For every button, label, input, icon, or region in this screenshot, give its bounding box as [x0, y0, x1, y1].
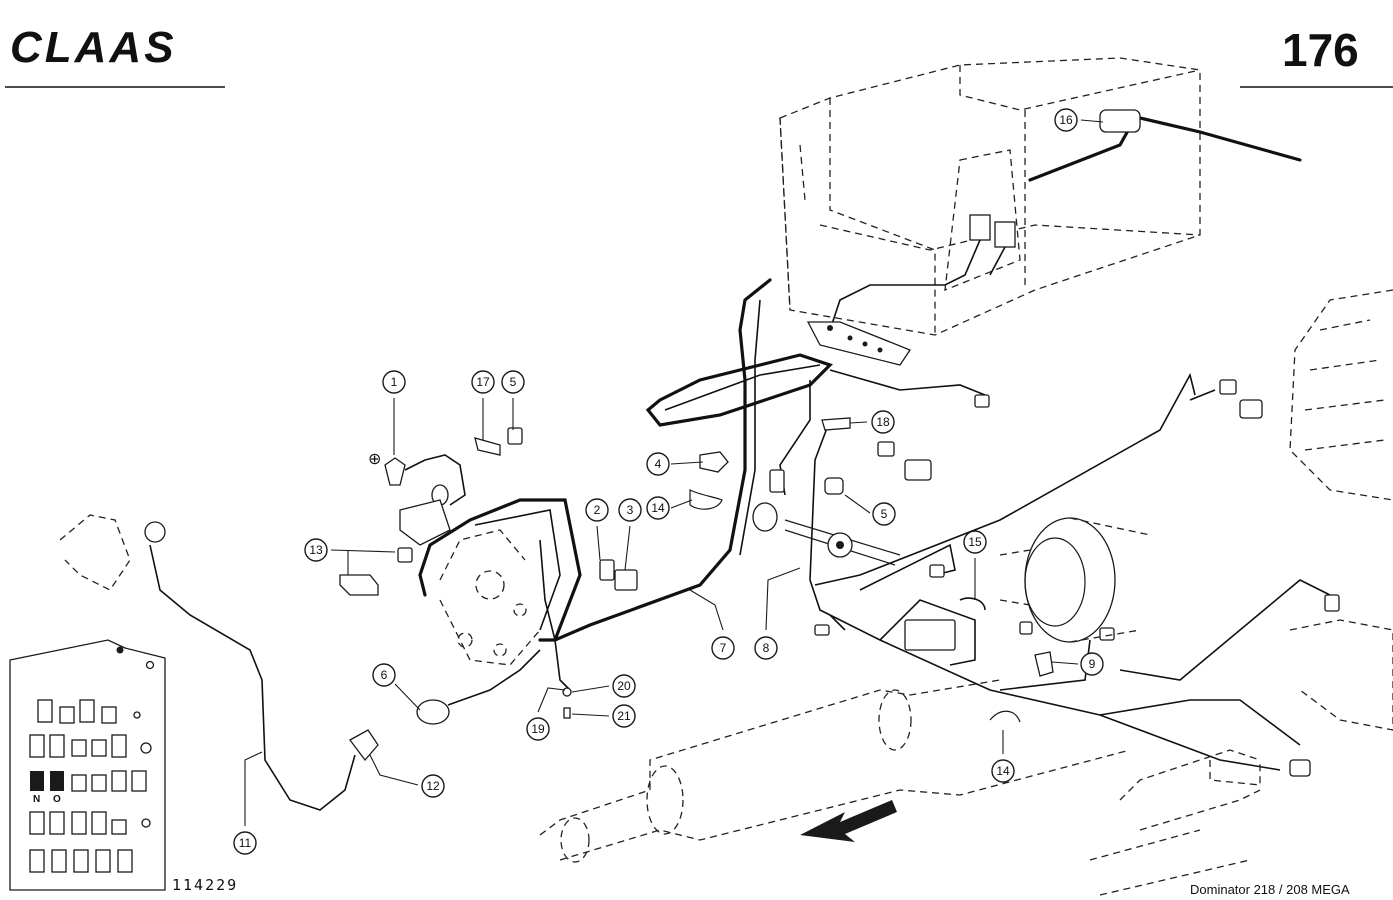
direction-arrow — [800, 800, 897, 842]
callout-14-lower: 14 — [991, 759, 1015, 783]
callout-3: 3 — [618, 498, 642, 522]
plug-6 — [416, 699, 450, 725]
svg-text:14: 14 — [996, 764, 1010, 778]
bracket-2 — [599, 559, 615, 581]
drawing-number: 114229 — [172, 876, 238, 894]
callout-11: 11 — [233, 831, 257, 855]
svg-text:9: 9 — [1089, 657, 1096, 671]
wire-19 — [539, 539, 571, 691]
brand-logo: CLAAS — [10, 23, 177, 72]
cable-component-1: ⊕ — [368, 449, 466, 546]
clips-17-5 — [474, 427, 523, 456]
wire-15 — [959, 597, 986, 611]
callout-12: 12 — [421, 774, 445, 798]
clip-9 — [1034, 651, 1054, 677]
drum-pulley — [999, 517, 1151, 643]
callout-4: 4 — [646, 452, 670, 476]
svg-text:1: 1 — [391, 375, 398, 389]
callout-5-top: 5 — [501, 370, 525, 394]
callout-17: 17 — [471, 370, 495, 394]
callout-20: 20 — [612, 674, 636, 698]
svg-text:12: 12 — [426, 779, 440, 793]
svg-text:8: 8 — [763, 641, 770, 655]
callout-2: 2 — [585, 498, 609, 522]
svg-text:11: 11 — [239, 836, 252, 850]
strap-14 — [689, 489, 723, 510]
callout-21: 21 — [612, 704, 636, 728]
svg-text:6: 6 — [381, 668, 388, 682]
svg-text:3: 3 — [627, 503, 634, 517]
relay-3 — [614, 569, 638, 591]
fuse-label-n: N — [33, 794, 40, 805]
callout-9: 9 — [1080, 652, 1104, 676]
shaft-gear — [752, 502, 901, 566]
callout-8: 8 — [754, 636, 778, 660]
svg-text:7: 7 — [720, 641, 727, 655]
svg-text:13: 13 — [309, 543, 323, 557]
svg-text:18: 18 — [876, 415, 890, 429]
cable-11-12 — [59, 514, 379, 811]
strap-14-lower — [989, 710, 1021, 723]
svg-text:17: 17 — [476, 375, 490, 389]
callout-18: 18 — [871, 410, 895, 434]
callout-5-right: 5 — [872, 502, 896, 526]
svg-text:14: 14 — [651, 501, 665, 515]
fuse-row-5 — [29, 849, 133, 873]
plus-terminal-icon: ⊕ — [368, 449, 381, 468]
svg-text:16: 16 — [1059, 113, 1073, 127]
fuse-row-4 — [29, 811, 151, 835]
harness-8 — [779, 369, 1331, 771]
callout-16: 16 — [1054, 108, 1078, 132]
callout-1: 1 — [382, 370, 406, 394]
page-number: 176 — [1282, 24, 1359, 76]
svg-text:21: 21 — [617, 709, 631, 723]
fuse-panel: N O — [9, 639, 166, 891]
fuse-row-2 — [29, 734, 152, 758]
svg-text:19: 19 — [531, 722, 545, 736]
svg-text:20: 20 — [617, 679, 631, 693]
mounting-plate — [806, 321, 911, 366]
bracket-13 — [339, 574, 379, 596]
callout-6: 6 — [372, 663, 396, 687]
leader-lines — [244, 119, 1104, 826]
model-name: Dominator 218 / 208 MEGA — [1190, 882, 1350, 897]
callout-15: 15 — [963, 530, 987, 554]
clamp-4 — [699, 451, 729, 473]
wheel-hub-right — [1289, 289, 1393, 731]
harness-rear-16 — [1028, 109, 1302, 182]
left-disc — [439, 529, 541, 666]
svg-text:2: 2 — [594, 503, 601, 517]
svg-text:5: 5 — [510, 375, 517, 389]
connector-16 — [1099, 109, 1141, 133]
svg-text:5: 5 — [881, 507, 888, 521]
fuse-row-1 — [37, 699, 141, 724]
clip-18 — [821, 417, 851, 431]
callout-14-upper: 14 — [646, 496, 670, 520]
small-connectors — [769, 379, 1340, 777]
callout-13: 13 — [304, 538, 328, 562]
cab-outline — [779, 57, 1201, 336]
axle-tube — [539, 679, 1261, 896]
callout-19: 19 — [526, 717, 550, 741]
cab-connectors — [829, 214, 1016, 331]
fuse-label-o: O — [53, 794, 61, 805]
callout-7: 7 — [711, 636, 735, 660]
svg-text:15: 15 — [968, 535, 982, 549]
svg-text:4: 4 — [655, 457, 662, 471]
fuse-row-3: N O — [30, 770, 147, 805]
